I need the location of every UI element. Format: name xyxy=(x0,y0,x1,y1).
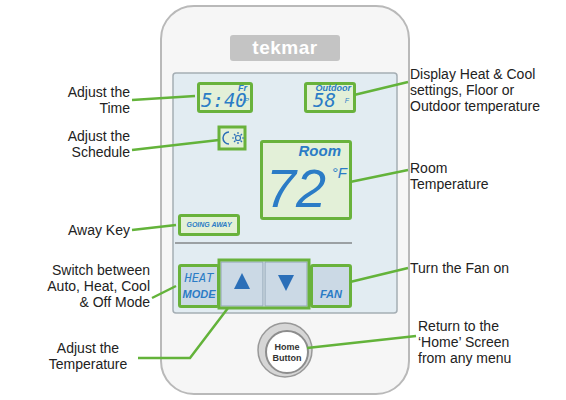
down-button xyxy=(265,262,307,306)
outdoor-display: Outdoor58F xyxy=(304,82,356,113)
down-arrow xyxy=(278,275,294,291)
moon-icon xyxy=(223,132,229,144)
callout-label: Away Key xyxy=(40,222,130,238)
callout-label: Turn the Fan on xyxy=(410,260,560,276)
home-label: Home Button xyxy=(269,342,305,364)
highlight-outline xyxy=(219,260,309,308)
callout-label: Adjust the Time xyxy=(40,84,130,116)
time-display: Fr5:40P xyxy=(197,82,253,113)
leader-line xyxy=(132,140,219,150)
screen-divider xyxy=(175,243,352,244)
sun-icon xyxy=(232,132,244,144)
room-display: Room 72 °F xyxy=(260,140,352,220)
room-temperature: 72 xyxy=(266,161,326,215)
lcd-screen xyxy=(173,73,397,313)
callout-label: Adjust the Schedule xyxy=(40,128,130,160)
fan-button: FAN xyxy=(310,264,352,308)
outdoor-temperature: 58 xyxy=(313,91,336,110)
brand-logo: tekmar xyxy=(230,35,340,61)
schedule-key xyxy=(219,127,245,149)
callout-label: Display Heat & Cool settings, Floor or O… xyxy=(410,66,560,114)
fan-label: FAN xyxy=(313,289,349,300)
away-key: GOING AWAY xyxy=(178,214,240,236)
room-label: Room xyxy=(299,143,342,158)
home-button-ring xyxy=(258,323,312,377)
callout-label: Return to the ‘Home’ Screen from any men… xyxy=(418,318,528,366)
mode-state: HEAT xyxy=(181,272,217,284)
mode-label: MODE xyxy=(181,289,217,300)
callout-label: Adjust the Temperature xyxy=(40,340,136,372)
up-arrow xyxy=(234,273,250,289)
callout-label: Room Temperature xyxy=(410,160,510,192)
clock-time: 5:40 xyxy=(201,91,247,110)
unit-indicator: °F xyxy=(332,165,347,180)
mode-button: HEAT MODE xyxy=(178,264,220,308)
unit-indicator: F xyxy=(345,97,349,104)
away-label: GOING AWAY xyxy=(181,221,237,228)
home-button: Home Button xyxy=(265,330,309,374)
up-button xyxy=(221,262,263,306)
pm-indicator: P xyxy=(244,97,249,104)
callout-label: Switch between Auto, Heat, Cool & Off Mo… xyxy=(40,262,150,310)
